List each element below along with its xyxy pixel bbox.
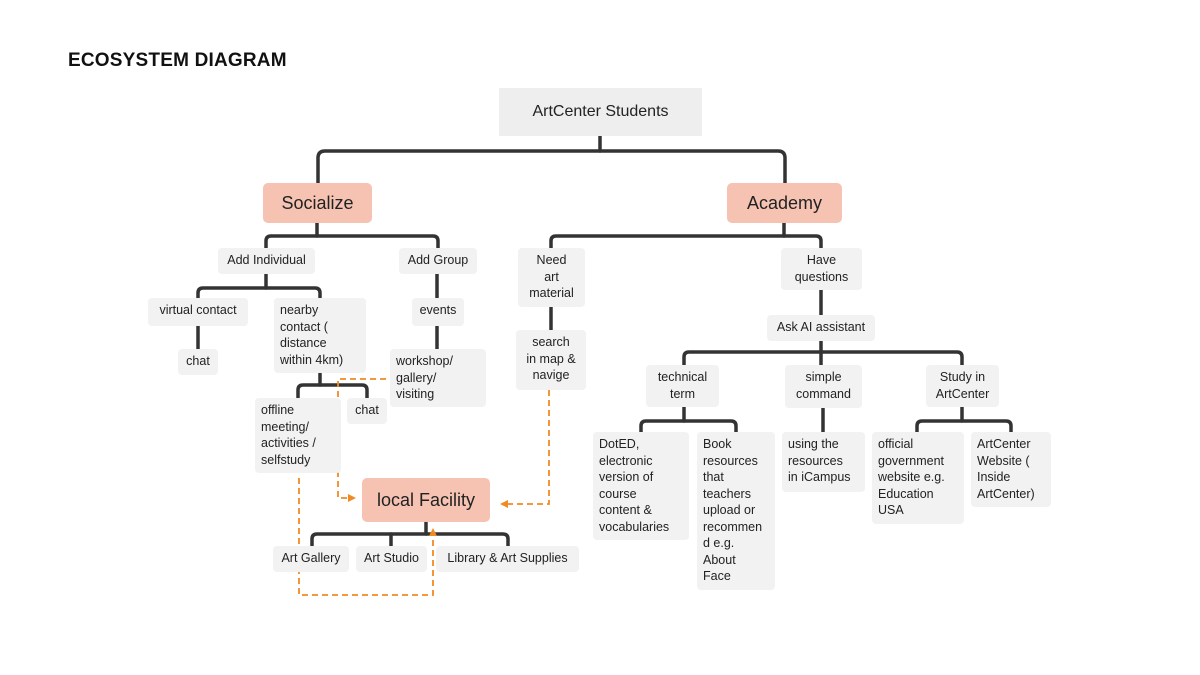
node-academy: Academy [727, 183, 842, 223]
node-have-questions: Have questions [781, 248, 862, 290]
node-chat-nearby: chat [347, 398, 387, 424]
node-ask-ai: Ask AI assistant [767, 315, 875, 341]
node-art-gallery: Art Gallery [273, 546, 349, 572]
node-add-group: Add Group [399, 248, 477, 274]
node-simple-command: simple command [785, 365, 862, 408]
node-doted: DotED, electronic version of course cont… [593, 432, 689, 540]
node-search-map: search in map & navige [516, 330, 586, 390]
node-offline-meeting: offline meeting/ activities / selfstudy [255, 398, 341, 473]
node-need-art-material: Need art material [518, 248, 585, 307]
tree-connectors [196, 134, 1013, 548]
node-art-studio: Art Studio [356, 546, 427, 572]
node-root: ArtCenter Students [499, 88, 702, 136]
node-study-in-artcenter: Study in ArtCenter [926, 365, 999, 407]
node-library: Library & Art Supplies [436, 546, 579, 572]
node-add-individual: Add Individual [218, 248, 315, 274]
node-artcenter-website: ArtCenter Website ( Inside ArtCenter) [971, 432, 1051, 507]
node-chat-virtual: chat [178, 349, 218, 375]
diagram-title: ECOSYSTEM DIAGRAM [68, 50, 287, 71]
node-book-resources: Book resources that teachers upload or r… [697, 432, 775, 590]
dashed-connectors [298, 378, 550, 596]
node-workshop: workshop/ gallery/ visiting [390, 349, 486, 407]
node-using-resources: using the resources in iCampus [782, 432, 865, 492]
node-local-facility: local Facility [362, 478, 490, 522]
node-socialize: Socialize [263, 183, 372, 223]
node-events: events [412, 298, 464, 326]
node-official-government: official government website e.g. Educati… [872, 432, 964, 524]
node-virtual-contact: virtual contact [148, 298, 248, 326]
node-technical-term: technical term [646, 365, 719, 407]
node-nearby-contact: nearby contact ( distance within 4km) [274, 298, 366, 373]
